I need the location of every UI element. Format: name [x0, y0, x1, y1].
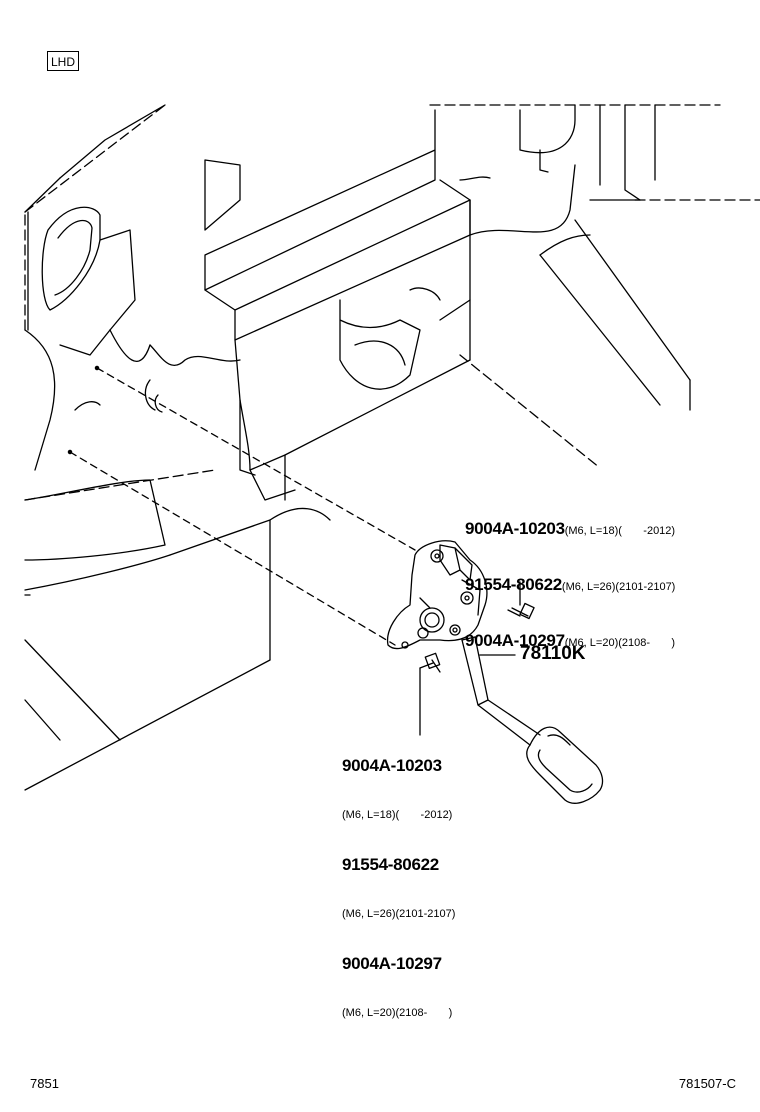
lhd-badge: LHD — [47, 51, 79, 71]
body-panel-structure — [24, 104, 691, 791]
part-spec: (M6, L=20)(2108- ) — [564, 637, 676, 649]
callout-line: 9004A-10297(M6, L=20)(2108- ) — [465, 632, 675, 652]
part-number: 9004A-10297 — [342, 954, 442, 973]
callout-right: 9004A-10203(M6, L=18)( -2012) 91554-8062… — [465, 484, 675, 670]
callout-bottom: 9004A-10203 (M6, L=18)( -2012) 91554-806… — [342, 724, 455, 1037]
bolt-bottom — [419, 652, 441, 736]
part-spec: (M6, L=26)(2101-2107) — [561, 581, 676, 593]
panel-holes — [67, 365, 163, 455]
mounting-leader-lines — [69, 367, 416, 646]
part-spec: (M6, L=26)(2101-2107) — [342, 908, 456, 920]
part-number: 9004A-10203 — [342, 756, 442, 775]
part-number: 91554-80622 — [465, 575, 562, 594]
bolt-right — [507, 581, 535, 620]
main-part-label: 78110K — [520, 643, 586, 664]
part-spec: (M6, L=20)(2108- ) — [342, 1007, 453, 1019]
footer-right-code: 781507-C — [678, 1076, 736, 1091]
part-number: 9004A-10203 — [465, 519, 565, 538]
callout-line: 91554-80622(M6, L=26)(2101-2107) — [465, 576, 675, 596]
footer-left-code: 7851 — [30, 1076, 59, 1091]
callout-line: 9004A-10203(M6, L=18)( -2012) — [465, 520, 675, 540]
part-spec: (M6, L=18)( -2012) — [564, 525, 676, 537]
part-spec: (M6, L=18)( -2012) — [342, 809, 453, 821]
part-number: 91554-80622 — [342, 855, 439, 874]
part-number: 9004A-10297 — [465, 631, 565, 650]
accelerator-pedal-assembly — [386, 540, 604, 804]
